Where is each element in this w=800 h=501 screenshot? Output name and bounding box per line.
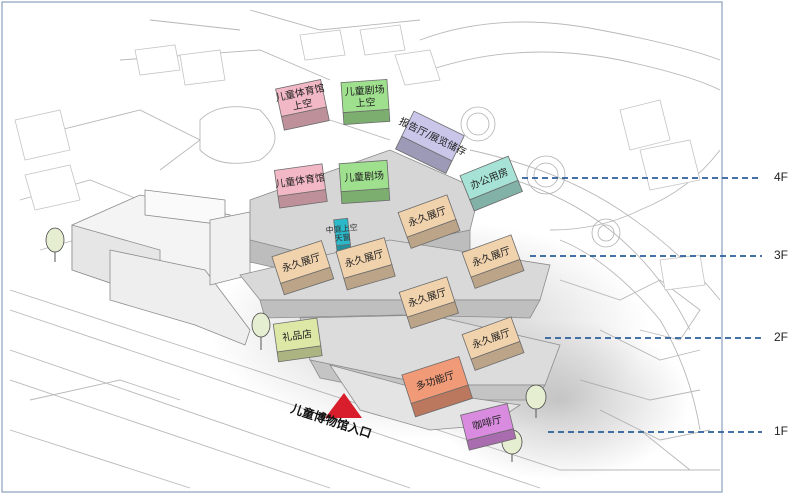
floor-label-3f: 3F [774, 248, 789, 262]
building-massing [71, 149, 561, 431]
floor-guide-lines [522, 177, 762, 433]
floor-label-4f: 4F [774, 170, 789, 184]
entrance-marker [325, 393, 362, 418]
room-box-perm-3f-a: 永久展厅 [271, 240, 335, 296]
room-top-face [460, 403, 514, 441]
room-label: 儿童剧场 [344, 83, 385, 99]
room-top-face [401, 110, 465, 162]
room-top-face [401, 355, 469, 405]
room-label: 天窗 [334, 232, 351, 244]
room-box-office: 办公用房 [459, 155, 523, 212]
room-box-perm-3f-b: 永久展厅 [335, 237, 396, 291]
room-top-face [275, 79, 327, 117]
room-top-face [398, 276, 456, 318]
room-box-kids-gym: 儿童体育馆 [273, 163, 328, 209]
room-label: 上空 [355, 95, 376, 109]
room-top-face [459, 155, 519, 201]
room-top-face [273, 163, 327, 197]
room-top-face [340, 79, 390, 113]
room-top-face [335, 237, 393, 279]
room-top-face [271, 240, 331, 284]
room-box-perm-3f-c: 永久展厅 [461, 234, 525, 289]
room-label: 中庭上空 [325, 222, 358, 235]
room-top-face [461, 234, 521, 278]
room-box-perm-2f-b: 永久展厅 [461, 316, 525, 371]
room-top-face [333, 217, 351, 247]
room-label: 上空 [291, 96, 313, 113]
room-box-perm-2f-a: 永久展厅 [398, 276, 460, 330]
floor-label-1f: 1F [774, 424, 789, 438]
room-box-gift-shop: 礼品店 [272, 317, 323, 363]
floor-label-2f: 2F [774, 330, 789, 344]
room-boxes: 儿童体育馆上空儿童剧场上空报告厅/展览储存办公用房儿童体育馆儿童剧场中庭上空天窗… [271, 79, 525, 451]
room-label: 儿童剧场 [344, 169, 385, 185]
room-top-face [338, 159, 390, 193]
room-box-multi-hall: 多功能厅 [401, 355, 473, 418]
room-top-face [461, 316, 521, 360]
roundabouts [460, 106, 621, 248]
room-top-face [272, 317, 322, 353]
room-box-cafe: 咖啡厅 [460, 403, 517, 451]
room-label: 礼品店 [281, 327, 313, 344]
room-box-perm-4f-a: 永久展厅 [397, 194, 461, 249]
room-top-face [397, 194, 457, 238]
room-box-kids-theater: 儿童剧场 [338, 159, 391, 205]
